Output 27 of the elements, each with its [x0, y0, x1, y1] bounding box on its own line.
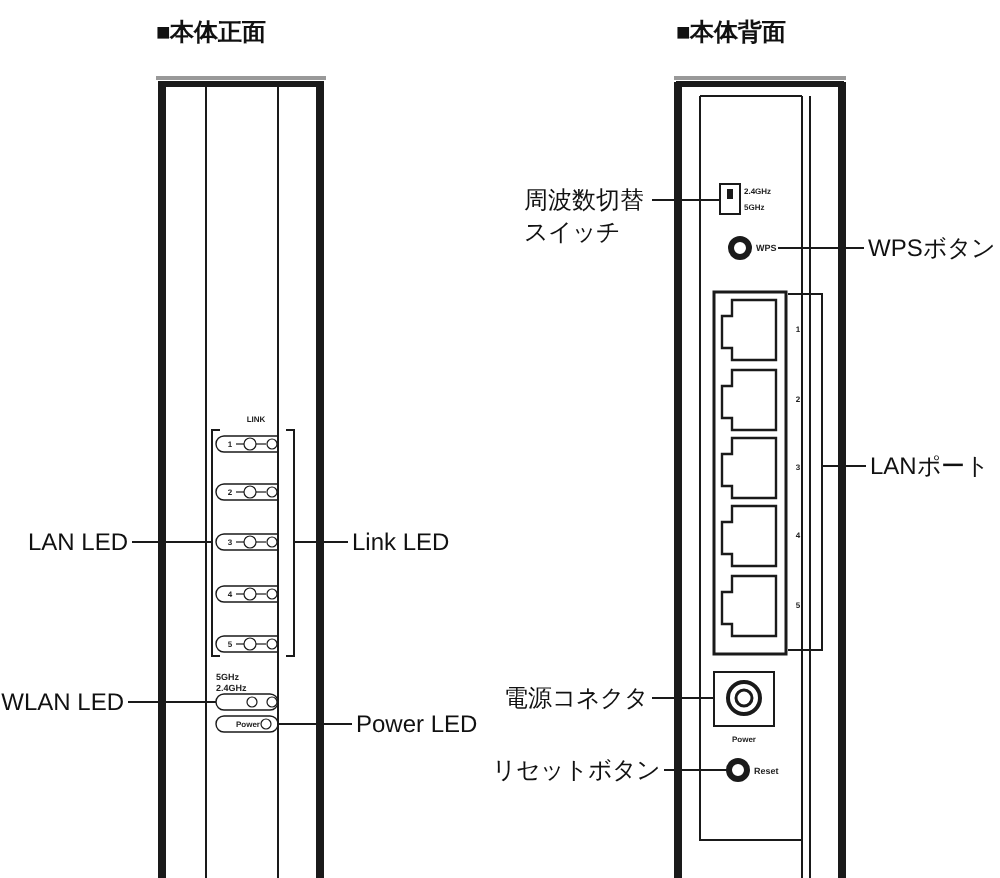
callout-label: 電源コネクタ: [500, 682, 648, 714]
section-heading: ■本体背面: [676, 16, 787, 48]
section-heading: ■本体正面: [156, 16, 267, 48]
leader-line: [127, 701, 217, 703]
leader-line: [278, 723, 353, 725]
callout-label: LAN LED: [8, 526, 128, 558]
callout-label: Link LED: [352, 526, 480, 558]
led-indicator: [215, 715, 279, 733]
slide-switch: [719, 183, 741, 215]
callout-label: LANポート: [870, 450, 998, 482]
bracket: [787, 293, 823, 651]
callout-label: WLAN LED: [0, 686, 124, 718]
callout-label: 周波数切替スイッチ: [524, 184, 648, 248]
power-jack: [713, 671, 775, 727]
leader-line: [651, 697, 715, 699]
callout-label: Power LED: [356, 708, 500, 740]
leader-line: [663, 769, 729, 771]
leader-line: [293, 541, 349, 543]
bracket: [211, 429, 221, 657]
leader-line: [131, 541, 213, 543]
bracket: [285, 429, 295, 657]
led-indicator: [215, 693, 279, 711]
leader-line: [777, 247, 865, 249]
leader-line: [651, 199, 721, 201]
callout-label: リセットボタン: [488, 754, 660, 786]
callout-label: WPSボタン: [868, 232, 1000, 264]
leader-line: [821, 465, 867, 467]
